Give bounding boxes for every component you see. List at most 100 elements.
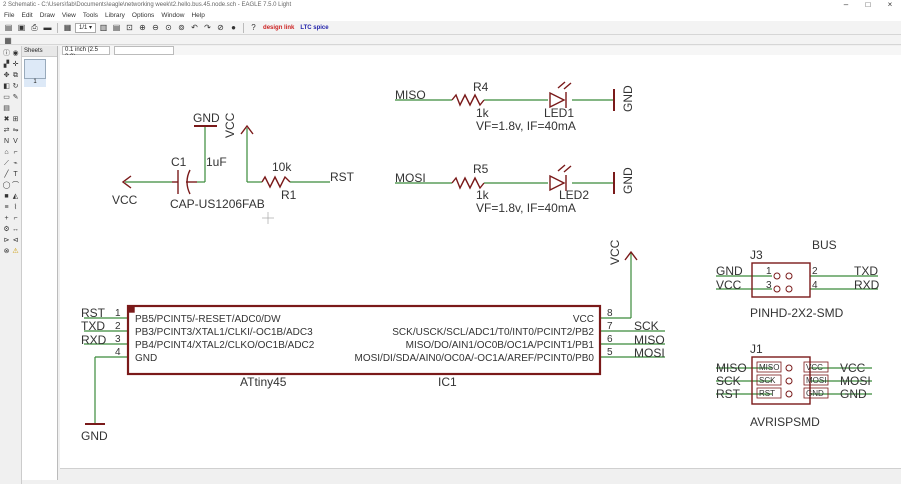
text-icon[interactable]: T <box>13 171 18 178</box>
open-icon[interactable]: ▤ <box>4 23 13 32</box>
script-icon[interactable]: ▤ <box>112 23 121 32</box>
zoom-in-icon[interactable]: ⊕ <box>139 23 146 32</box>
menu-help[interactable]: Help <box>191 12 205 19</box>
menu-view[interactable]: View <box>61 12 76 19</box>
attribute-icon[interactable]: ⚙ <box>3 226 10 233</box>
dimension-icon[interactable]: ↔ <box>12 226 19 233</box>
ic-pin-name: PB4/PCINT4/XTAL2/CLKO/OC1B/ADC2 <box>135 340 315 351</box>
schematic-drawing[interactable]: GND VCC C1 1uF CAP-US1206FAB VCC 10k R1 … <box>60 55 901 468</box>
replace-icon[interactable]: ⇋ <box>12 127 19 134</box>
copy-icon[interactable]: ⧉ <box>13 72 18 79</box>
menu-window[interactable]: Window <box>161 12 185 19</box>
show-icon[interactable]: ◉ <box>12 50 19 57</box>
help-icon[interactable]: ? <box>251 23 256 32</box>
ic-pin-number: 2 <box>115 321 121 332</box>
bus-icon[interactable]: ≡ <box>4 204 9 211</box>
split-icon[interactable]: ⟋ <box>4 160 9 167</box>
group-icon[interactable]: ▭ <box>3 94 10 101</box>
parameter-toolbar: ▦ <box>0 35 901 45</box>
toolbar-separator <box>243 22 245 33</box>
change-icon[interactable]: ✎ <box>12 94 19 101</box>
invoke-icon[interactable]: ⌁ <box>13 160 18 167</box>
close-button[interactable]: × <box>887 0 893 9</box>
rotate-icon[interactable]: ↻ <box>12 83 19 90</box>
schematic-labels: GND VCC C1 1uF CAP-US1206FAB VCC 10k R1 … <box>81 80 880 443</box>
ic-pin-number: 7 <box>607 321 613 332</box>
zoom-select-icon[interactable]: ⊚ <box>178 23 185 32</box>
j3-package: PINHD-2X2-SMD <box>750 306 844 320</box>
command-line-input[interactable] <box>114 46 174 55</box>
label-c1: C1 <box>171 155 187 169</box>
menu-options[interactable]: Options <box>131 12 155 19</box>
name-icon[interactable]: N <box>3 138 10 145</box>
ic-pin-name: MOSI/DI/SDA/AIN0/OC0A/-OC1A/AREF/PCINT0/… <box>354 353 594 364</box>
board-icon[interactable]: ▦ <box>63 23 72 32</box>
warning-icon[interactable]: ⚠ <box>12 248 19 255</box>
value-icon[interactable]: V <box>13 138 18 145</box>
stop-icon[interactable]: ⊘ <box>217 23 224 32</box>
script-run-icon[interactable]: ⊗ <box>3 248 10 255</box>
info-icon[interactable]: ⓘ <box>3 50 10 57</box>
zoom-fit-icon[interactable]: ⊡ <box>126 23 133 32</box>
j1-package: AVRISPSMD <box>750 415 820 429</box>
net-wires <box>84 99 878 424</box>
menu-file[interactable]: File <box>4 12 15 19</box>
label-icon[interactable]: ⌐ <box>13 215 18 222</box>
display-icon[interactable]: ▞ <box>3 61 10 68</box>
paste-icon[interactable]: ▤ <box>3 105 10 112</box>
redo-icon[interactable]: ↷ <box>204 23 211 32</box>
designlink-button[interactable]: design link <box>263 24 295 31</box>
label-c1-value: 1uF <box>206 155 227 169</box>
j1-pin-name: MOSI <box>806 376 826 385</box>
save-icon[interactable]: ▣ <box>17 23 26 32</box>
sheet-select[interactable]: 1/1 ▾ <box>75 22 97 33</box>
j1-pin-name: SCK <box>759 376 776 385</box>
junction-icon[interactable]: + <box>4 215 9 222</box>
ic-name: ATtiny45 <box>240 375 287 389</box>
j1-pin-name: MISO <box>759 363 779 372</box>
window-title: 2 Schematic - C:\Users\fab\Documents\eag… <box>3 2 292 8</box>
pinswap-icon[interactable]: ⇄ <box>3 127 10 134</box>
menu-bar: File Edit Draw View Tools Library Option… <box>0 10 901 21</box>
smash-icon[interactable]: ⌂ <box>4 149 9 156</box>
net-icon[interactable]: ⌇ <box>13 204 18 211</box>
net-label-rst: RST <box>81 306 106 320</box>
polygon-icon[interactable]: ◭ <box>12 193 19 200</box>
delete-icon[interactable]: ✖ <box>3 116 10 123</box>
wire-icon[interactable]: ╱ <box>4 171 9 178</box>
label-gnd-led2: GND <box>621 167 635 194</box>
schematic-canvas[interactable]: GND VCC C1 1uF CAP-US1206FAB VCC 10k R1 … <box>60 55 901 468</box>
undo-icon[interactable]: ↶ <box>191 23 198 32</box>
errors-icon[interactable]: ⊲ <box>12 237 19 244</box>
cam-icon[interactable]: ▬ <box>43 23 52 32</box>
menu-library[interactable]: Library <box>105 12 125 19</box>
ltspice-button[interactable]: LTC spice <box>300 24 329 31</box>
rect-icon[interactable]: ■ <box>4 193 9 200</box>
add-icon[interactable]: ⊞ <box>12 116 19 123</box>
miter-icon[interactable]: ⌐ <box>13 149 18 156</box>
erc-icon[interactable]: ⊳ <box>3 237 10 244</box>
print-icon[interactable]: ⎙ <box>31 22 38 32</box>
menu-draw[interactable]: Draw <box>39 12 55 19</box>
label-r5-value: 1k <box>476 188 490 202</box>
zoom-redraw-icon[interactable]: ⊙ <box>165 23 172 32</box>
move-icon[interactable]: ✥ <box>3 72 10 79</box>
mark-icon[interactable]: ✛ <box>12 61 19 68</box>
ic-pin-number: 8 <box>607 308 613 319</box>
sheet-thumbnail[interactable] <box>24 59 46 79</box>
maximize-button[interactable]: □ <box>865 0 871 9</box>
menu-tools[interactable]: Tools <box>82 12 99 19</box>
ic-pin-name: VCC <box>573 314 594 325</box>
arc-icon[interactable]: ⌒ <box>12 182 19 189</box>
ulp-icon[interactable]: ▥ <box>99 23 108 32</box>
grid-icon[interactable]: ▦ <box>4 35 12 45</box>
ic-pin-name: GND <box>135 353 157 364</box>
ic-pin-number: 6 <box>607 334 613 345</box>
minimize-button[interactable]: – <box>843 0 849 9</box>
circle-icon[interactable]: ◯ <box>2 182 11 189</box>
zoom-out-icon[interactable]: ⊖ <box>152 23 159 32</box>
go-icon[interactable]: ● <box>231 23 236 32</box>
label-r1-value: 10k <box>272 160 292 174</box>
menu-edit[interactable]: Edit <box>21 12 33 19</box>
mirror-icon[interactable]: ◧ <box>3 83 10 90</box>
